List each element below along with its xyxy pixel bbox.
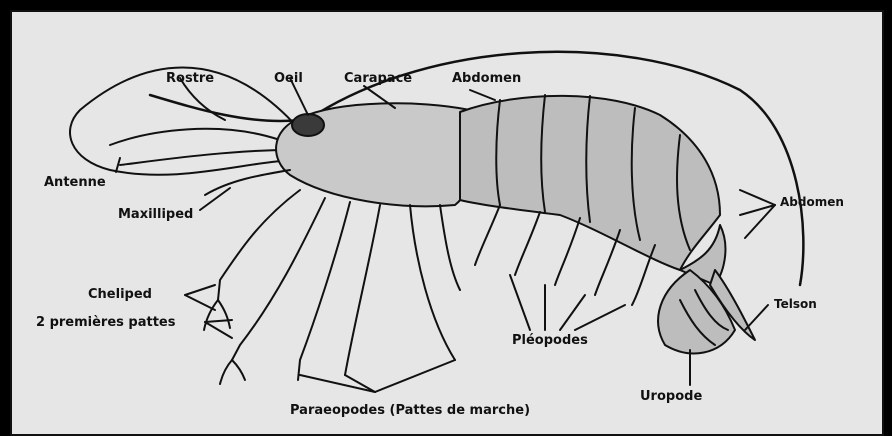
label-paraeopodes: Paraeopodes (Pattes de marche) (290, 404, 530, 417)
label-cheliped: Cheliped (88, 288, 152, 301)
abdomen (460, 96, 720, 270)
label-carapace: Carapace (344, 72, 412, 85)
label-maxilliped: Maxilliped (118, 208, 193, 221)
label-2-premieres-pattes: 2 premières pattes (36, 316, 175, 329)
label-abdomen-right: Abdomen (780, 196, 844, 208)
label-uropode: Uropode (640, 390, 702, 403)
antenna-short (110, 129, 280, 145)
rostrum (150, 95, 310, 121)
label-pleopodes: Pléopodes (512, 334, 588, 347)
maxilliped (205, 170, 290, 195)
label-rostre: Rostre (166, 72, 214, 85)
label-antenne: Antenne (44, 176, 106, 189)
label-telson: Telson (774, 298, 817, 310)
eye (292, 114, 324, 136)
label-abdomen-top: Abdomen (452, 72, 521, 85)
label-oeil: Oeil (274, 72, 303, 85)
